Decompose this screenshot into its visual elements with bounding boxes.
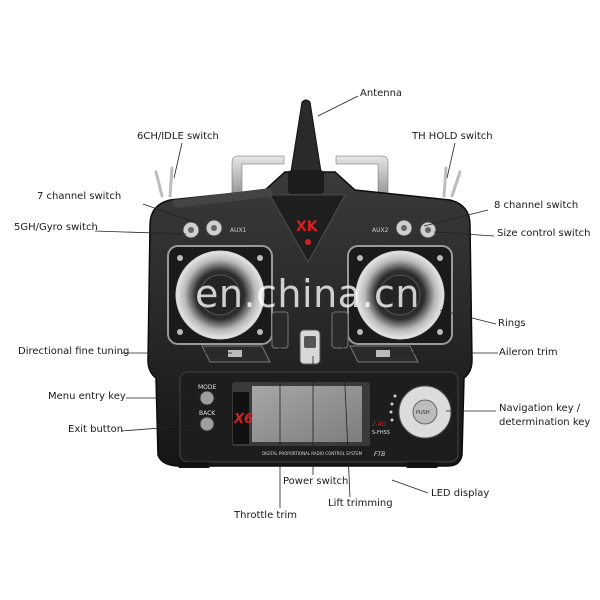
band-label: 2.4G	[372, 421, 387, 428]
antenna-base	[288, 170, 324, 194]
label-size-control-switch: Size control switch	[497, 228, 591, 239]
power-led	[305, 239, 311, 245]
label-power-switch: Power switch	[283, 476, 349, 487]
aux1-label: AUX1	[230, 227, 247, 234]
label-menu-entry-key: Menu entry key	[48, 391, 126, 402]
antenna	[289, 99, 323, 179]
label-antenna: Antenna	[360, 88, 403, 99]
model-mark: X6	[233, 412, 253, 427]
label-determination-key: determination key	[499, 417, 591, 428]
label-rings: Rings	[498, 318, 526, 329]
label-exit-button: Exit button	[68, 424, 124, 435]
horizontal-trims	[201, 345, 419, 363]
tech-label: S-FHSS	[372, 430, 390, 436]
footer-text: DIGITAL PROPORTIONAL RADIO CONTROL SYSTE…	[262, 451, 363, 456]
label-directional-fine-tuning: Directional fine tuning	[18, 346, 130, 357]
vertical-trims	[271, 311, 349, 349]
brand-mark: XK	[296, 219, 319, 235]
center-emblem	[269, 194, 346, 263]
gimbal-left	[167, 245, 273, 345]
back-key-label: BACK	[199, 410, 216, 417]
label-navigation-key: Navigation key /	[499, 403, 581, 414]
label-throttle-trim: Throttle trim	[234, 510, 297, 521]
mode-key[interactable]	[199, 390, 215, 406]
label-lift-trimming: Lift trimming	[328, 498, 393, 509]
watermark: en.china.cn	[195, 272, 421, 316]
navigation-key[interactable]	[398, 385, 452, 439]
label-5gh-gyro-switch: 5GH/Gyro switch	[14, 222, 98, 233]
label-led-display: LED display	[431, 488, 490, 499]
label-8-channel-switch: 8 channel switch	[494, 200, 579, 211]
shoulder-bar	[172, 188, 274, 208]
foot-left	[178, 462, 210, 468]
switch-levers	[154, 166, 462, 198]
foot-right	[406, 462, 438, 468]
bottom-logo: FTB	[374, 451, 385, 458]
leader-lines	[94, 95, 498, 508]
gimbal-right	[347, 245, 453, 345]
label-6ch-idle-switch: 6CH/IDLE switch	[137, 131, 219, 142]
label-aileron-trim: Aileron trim	[499, 347, 558, 358]
aux2-label: AUX2	[372, 227, 389, 234]
push-label: PUSH	[416, 410, 430, 416]
label-th-hold-switch: TH HOLD switch	[412, 131, 493, 142]
navigation-indicator-dots	[389, 394, 397, 422]
back-key[interactable]	[199, 416, 215, 432]
label-7-channel-switch: 7 channel switch	[37, 191, 122, 202]
mode-key-label: MODE	[198, 384, 217, 391]
